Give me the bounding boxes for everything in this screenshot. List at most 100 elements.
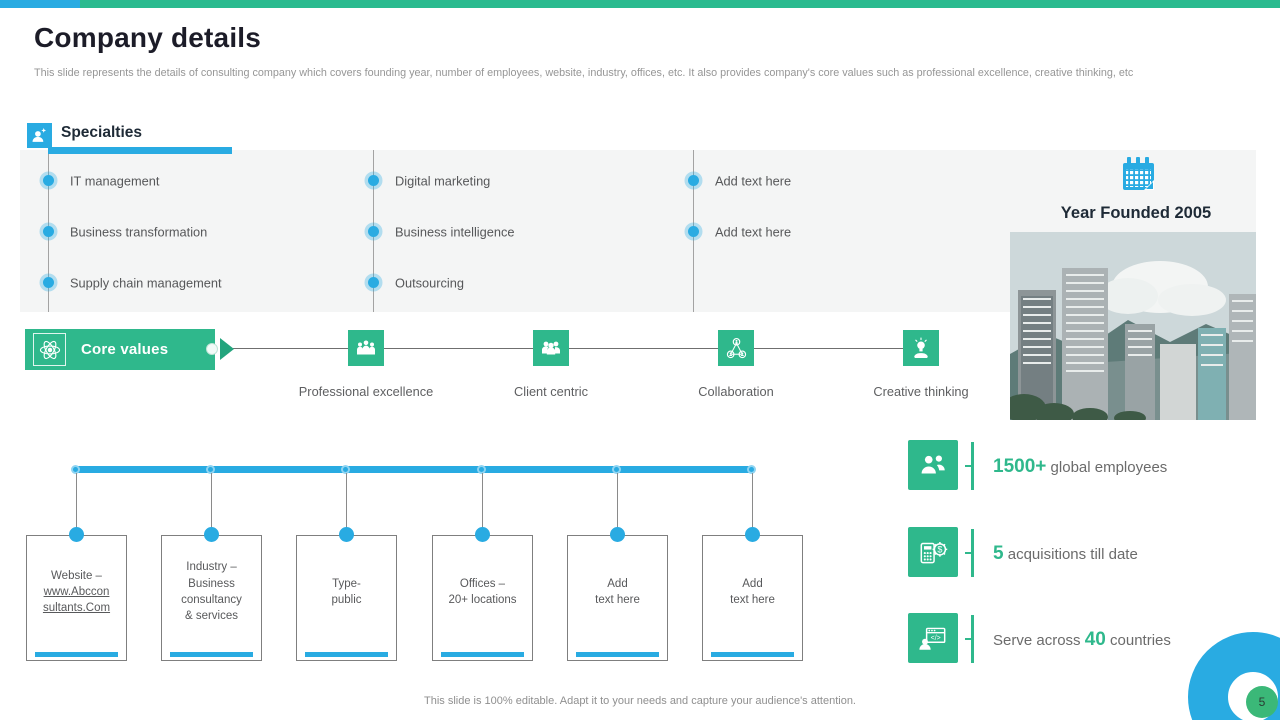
- specialty-item: Outsourcing: [395, 275, 464, 291]
- page-number-badge: 5: [1246, 686, 1278, 718]
- bullet-icon: [368, 175, 379, 186]
- box-dot: [610, 527, 625, 542]
- box-accent-bar: [170, 652, 253, 657]
- box-accent-bar: [711, 652, 794, 657]
- core-value-label: Professional excellence: [298, 384, 434, 399]
- fact-line: text here: [595, 594, 640, 606]
- box-accent-bar: [576, 652, 659, 657]
- specialty-item: Business transformation: [70, 224, 208, 240]
- core-value-label: Creative thinking: [873, 384, 969, 399]
- creative-idea-icon: [903, 330, 939, 366]
- fact-line: public: [331, 594, 362, 606]
- fact-line: Add: [742, 577, 763, 590]
- global-service-icon: </>: [908, 613, 958, 663]
- connector-line: [211, 473, 212, 535]
- specialty-item: Add text here: [715, 173, 792, 189]
- connector-dot: [747, 465, 756, 474]
- bullet-icon: [688, 175, 699, 186]
- fact-line: Website –: [51, 569, 102, 582]
- box-dot: [69, 527, 84, 542]
- arrow-right-icon: [220, 338, 234, 360]
- connector-line: [617, 473, 618, 535]
- fact-line: Type-: [332, 577, 361, 590]
- core-values-knob: [206, 343, 218, 355]
- box-dot: [475, 527, 490, 542]
- page-title: Company details: [34, 22, 262, 53]
- box-accent-bar: [35, 652, 118, 657]
- fact-box-offices: Offices – 20+ locations: [432, 535, 533, 661]
- fact-line: Offices –: [459, 577, 506, 590]
- stat-number: 40: [1084, 629, 1106, 650]
- svg-text:$: $: [937, 545, 942, 555]
- fact-line: Business: [188, 577, 235, 590]
- bullet-icon: [43, 277, 54, 288]
- connector-dot: [341, 465, 350, 474]
- bullet-icon: [43, 226, 54, 237]
- stat-prefix: Serve across: [993, 632, 1081, 649]
- website-link[interactable]: sultants.Com: [42, 602, 111, 615]
- specialty-item: Supply chain management: [70, 275, 222, 291]
- facts-connector-bar: [74, 466, 755, 473]
- fact-line: text here: [730, 594, 775, 606]
- fact-box-type: Type- public: [296, 535, 397, 661]
- page-number: 5: [1258, 695, 1266, 709]
- stat-countries: Serve across 40 countries: [993, 629, 1171, 651]
- svg-text:</>: </>: [931, 635, 941, 642]
- website-link[interactable]: www.Abccon: [43, 585, 110, 598]
- people-group-icon: [533, 330, 569, 366]
- core-values-line: [233, 348, 920, 349]
- connector-line: [346, 473, 347, 535]
- specialty-item: Add text here: [715, 224, 792, 240]
- connector-dot: [206, 465, 215, 474]
- fact-box-placeholder: Add text here: [702, 535, 803, 661]
- footer-note: This slide is 100% editable. Adapt it to…: [424, 695, 856, 707]
- core-values-banner: Core values: [25, 329, 215, 370]
- bullet-icon: [43, 175, 54, 186]
- city-photo: [1002, 232, 1256, 426]
- fact-line: consultancy: [181, 594, 242, 606]
- connector-line: [76, 473, 77, 535]
- specialty-item: Digital marketing: [395, 173, 491, 189]
- stat-suffix: acquisitions till date: [1007, 546, 1138, 563]
- fact-line: 20+ locations: [448, 594, 517, 606]
- bullet-icon: [368, 277, 379, 288]
- fact-line: & services: [184, 610, 239, 623]
- top-accent-bar: [0, 0, 1280, 8]
- year-founded-label: Year Founded 2005: [1060, 204, 1212, 222]
- stat-employees: 1500+ global employees: [993, 456, 1167, 478]
- box-dot: [745, 527, 760, 542]
- team-icon: [348, 330, 384, 366]
- stat-number: 5: [993, 543, 1004, 564]
- specialties-heading: Specialties: [61, 124, 142, 141]
- box-dot: [339, 527, 354, 542]
- fact-line: Add: [607, 577, 628, 590]
- box-accent-bar: [441, 652, 524, 657]
- bullet-icon: [368, 226, 379, 237]
- stat-acquisitions: 5 acquisitions till date: [993, 543, 1138, 565]
- connector-line: [752, 473, 753, 535]
- atom-icon: [33, 333, 66, 366]
- specialty-item: IT management: [70, 173, 160, 189]
- stat-separator: [971, 442, 974, 490]
- bullet-icon: [688, 226, 699, 237]
- fact-box-industry: Industry – Business consultancy & servic…: [161, 535, 262, 661]
- connector-dot: [477, 465, 486, 474]
- calendar-icon: [1115, 151, 1161, 197]
- fact-box-website: Website – www.Abccon sultants.Com: [26, 535, 127, 661]
- core-value-label: Client centric: [514, 384, 588, 399]
- fact-line: Industry –: [186, 561, 237, 574]
- specialties-underline: [48, 147, 232, 154]
- connector-line: [482, 473, 483, 535]
- specialty-item: Business intelligence: [395, 224, 515, 240]
- employees-icon: [908, 440, 958, 490]
- stat-separator: [971, 615, 974, 663]
- person-star-icon: [27, 123, 52, 148]
- box-accent-bar: [305, 652, 388, 657]
- core-values-heading: Core values: [81, 341, 169, 358]
- top-accent-bar-blue: [0, 0, 80, 8]
- page-subtitle: This slide represents the details of con…: [34, 67, 1134, 79]
- fact-box-placeholder: Add text here: [567, 535, 668, 661]
- acquisition-calculator-icon: $: [908, 527, 958, 577]
- connector-dot: [612, 465, 621, 474]
